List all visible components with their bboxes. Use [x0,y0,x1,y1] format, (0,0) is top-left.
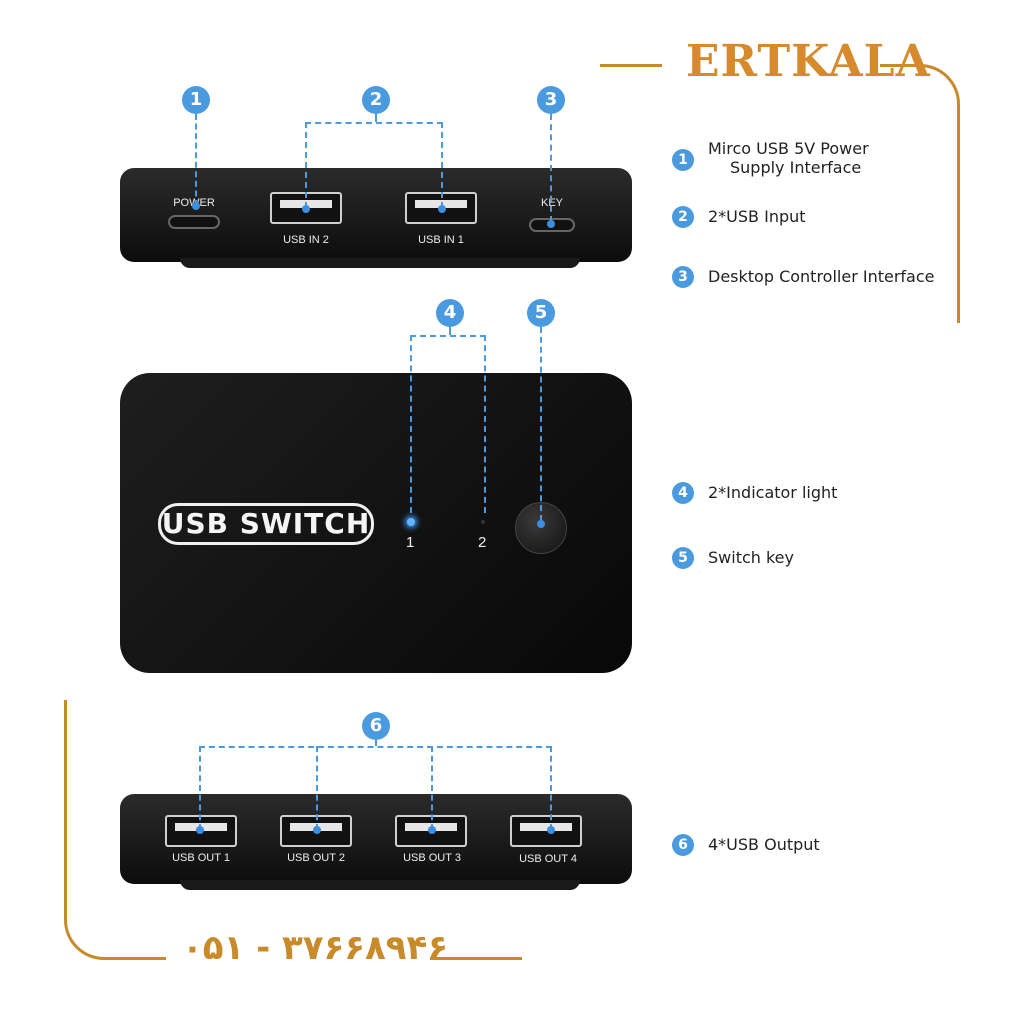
legend-1-line1: Mirco USB 5V Power [708,139,869,158]
callout-6-dot-1 [196,826,204,834]
legend-4-badge: 4 [672,482,694,504]
legend-2-badge: 2 [672,206,694,228]
indicator-led-2 [481,520,485,524]
callout-3-leader [550,114,552,222]
legend-2-text: 2*USB Input [708,207,806,226]
callout-2-leader-right [441,122,443,208]
callout-4-leader-right [484,335,486,513]
indicator-label-2: 2 [478,534,487,551]
legend-6-text: 4*USB Output [708,835,820,854]
callout-6-dot-4 [547,826,555,834]
callout-3-dot [547,220,555,228]
callout-6-leader-stem [375,740,377,746]
usb-out-4-port [510,815,582,847]
frame-right-line [957,140,960,323]
legend-1-line2: Supply Interface [730,158,862,177]
frame-left-line [64,700,67,920]
legend-1-badge: 1 [672,149,694,171]
usb-in-2-label: USB IN 2 [283,234,329,246]
usb-out-1-label: USB OUT 1 [172,852,230,864]
callout-5-badge: 5 [527,299,555,327]
legend-6-badge: 6 [672,834,694,856]
usb-out-3-label: USB OUT 3 [403,852,461,864]
usb-out-4-label: USB OUT 4 [519,853,577,865]
callout-4-leader-stem [449,327,451,335]
callout-2-dot-right [438,205,446,213]
brand-logo: ERTKALA [686,36,931,87]
indicator-label-1: 1 [406,534,415,551]
callout-6-leader-2 [316,746,318,830]
callout-2-badge: 2 [362,86,390,114]
callout-5-dot [537,520,545,528]
power-port [168,215,220,229]
frame-bottom-left-curve [64,880,144,960]
callout-6-leader-1 [199,746,201,830]
callout-6-leader-3 [431,746,433,830]
phone-number: ۰۵۱ - ۳۷۶۶۸۹۴۶ [182,928,449,968]
callout-6-leader-4 [550,746,552,830]
callout-2-leader-stem [375,114,377,122]
legend-3-text: Desktop Controller Interface [708,267,935,286]
callout-6-badge: 6 [362,712,390,740]
usb-out-2-label: USB OUT 2 [287,852,345,864]
frame-top-left-line [600,64,662,67]
callout-4-leader-bar [410,335,486,337]
callout-1-dot [192,202,200,210]
callout-3-badge: 3 [537,86,565,114]
key-port-label: KEY [540,197,563,209]
frame-bottom-left-line [140,957,166,960]
device-rear-base [180,258,580,268]
callout-2-leader-bar [305,122,443,124]
legend-5-badge: 5 [672,547,694,569]
callout-4-leader-left [410,335,412,513]
callout-1-badge: 1 [182,86,210,114]
indicator-led-1 [407,518,415,526]
callout-6-leader-bar [199,746,552,748]
device-front-base [180,880,580,890]
usb-switch-logo: USB SWITCH [158,503,374,545]
callout-5-leader [540,327,542,521]
frame-bottom-right-line [430,957,522,960]
frame-top-right-curve [880,64,960,144]
callout-2-dot-left [302,205,310,213]
legend-5-text: Switch key [708,548,794,567]
callout-1-leader [195,114,197,206]
legend-4-text: 2*Indicator light [708,483,838,502]
callout-4-badge: 4 [436,299,464,327]
usb-in-1-label: USB IN 1 [418,234,464,246]
callout-6-dot-2 [313,826,321,834]
callout-2-leader-left [305,122,307,208]
legend-3-badge: 3 [672,266,694,288]
callout-6-dot-3 [428,826,436,834]
